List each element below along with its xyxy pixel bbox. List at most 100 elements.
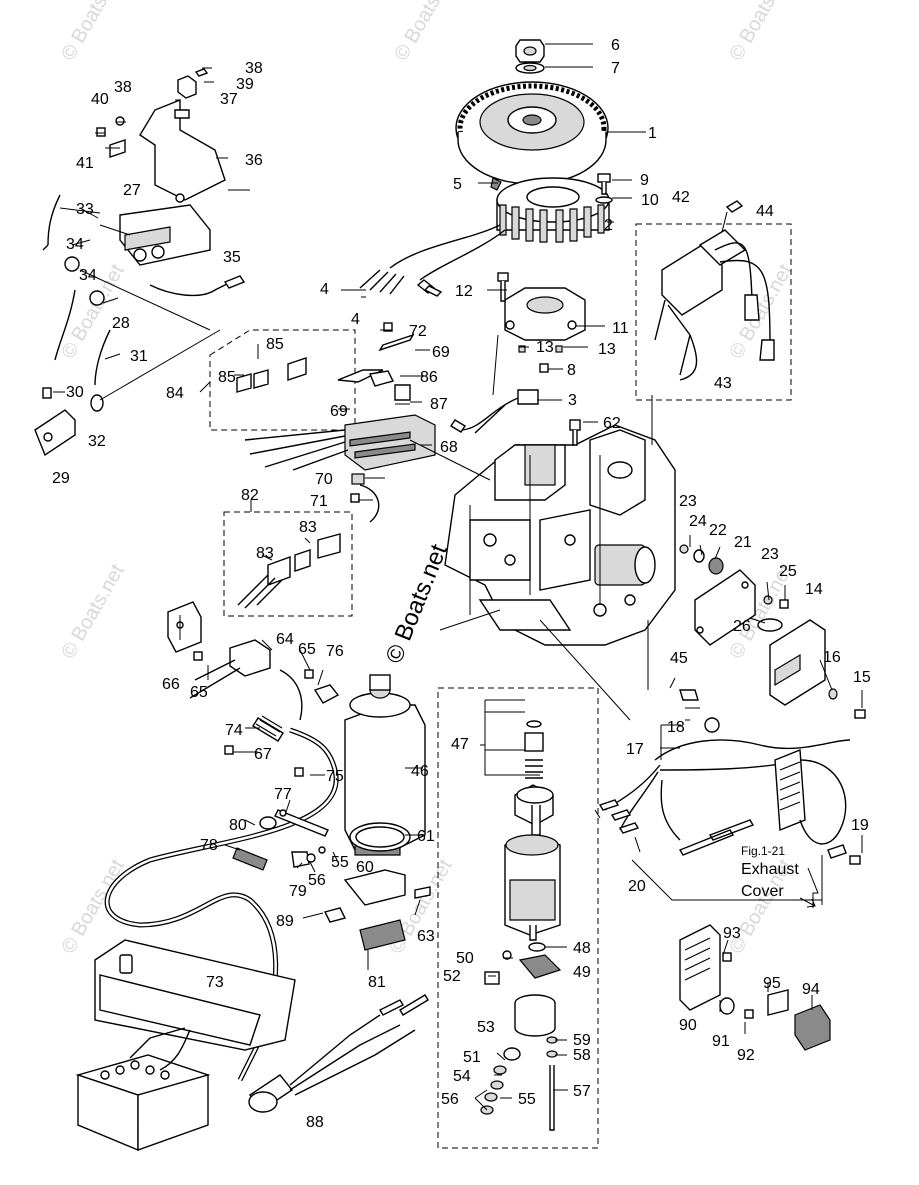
callout-78: 78 [200,837,218,854]
callout-85: 85 [218,369,236,386]
callout-94: 94 [802,981,820,998]
callout-63: 63 [417,928,435,945]
callout-40: 40 [91,91,109,108]
callout-38: 38 [114,79,132,96]
callout-65: 65 [298,641,316,658]
battery-group [75,939,429,1152]
callout-1: 1 [648,125,657,142]
callout-89: 89 [276,913,294,930]
callout-19: 19 [851,817,869,834]
callout-48: 48 [573,940,591,957]
callout-59: 59 [573,1032,591,1049]
callout-55: 55 [331,854,349,871]
watermark: © Boats.net [57,0,129,64]
callout-88: 88 [306,1114,324,1131]
callout-39: 39 [236,76,254,93]
pulser-coil-assembly [450,272,586,434]
callout-10: 10 [641,192,659,209]
callout-47: 47 [451,736,469,753]
callouts: 1 2 3 4 4 5 6 7 8 9 10 11 12 13 13 14 15… [52,37,871,1131]
callout-13: 13 [598,341,616,358]
callout-8: 8 [567,362,576,379]
callout-22: 22 [709,522,727,539]
relay-group [223,511,353,617]
callout-65: 65 [190,684,208,701]
callout-24: 24 [689,513,707,530]
callout-35: 35 [223,249,241,266]
callout-83: 83 [256,545,274,562]
callout-21: 21 [734,534,752,551]
callout-34: 34 [79,267,97,284]
callout-83: 83 [299,519,317,536]
callout-67: 67 [254,746,272,763]
callout-74: 74 [225,722,243,739]
callout-69: 69 [330,403,348,420]
callout-77: 77 [274,786,292,803]
callout-28: 28 [112,315,130,332]
callout-30: 30 [66,384,84,401]
callout-57: 57 [573,1083,591,1100]
callout-85: 85 [266,336,284,353]
callout-87: 87 [430,396,448,413]
callout-46: 46 [411,763,429,780]
callout-76: 76 [326,643,344,660]
leader-lines [53,43,863,1111]
callout-34: 34 [66,236,84,253]
rectifier-group [209,322,436,523]
callout-81: 81 [368,974,386,991]
callout-13: 13 [536,339,554,356]
callout-58: 58 [573,1047,591,1064]
callout-33: 33 [76,201,94,218]
callout-69: 69 [432,344,450,361]
main-watermark: © Boats.net [381,540,453,667]
ignition-coil-assembly [635,200,792,401]
callout-25: 25 [779,563,797,580]
callout-61: 61 [417,828,435,845]
callout-49: 49 [573,964,591,981]
callout-17: 17 [626,741,644,758]
callout-43: 43 [714,375,732,392]
fig-note-line1: Exhaust [741,861,799,878]
callout-91: 91 [712,1033,730,1050]
callout-27: 27 [123,182,141,199]
callout-5: 5 [453,176,462,193]
callout-92: 92 [737,1047,755,1064]
callout-26: 26 [733,618,751,635]
callout-72: 72 [409,323,427,340]
flywheel-assembly [455,39,609,185]
callout-23: 23 [761,546,779,563]
callout-37: 37 [220,91,238,108]
callout-93: 93 [723,925,741,942]
callout-42: 42 [672,189,690,206]
callout-66: 66 [162,676,180,693]
right-electrical-group [598,544,866,1051]
callout-90: 90 [679,1017,697,1034]
callout-64: 64 [276,631,294,648]
callout-29: 29 [52,470,70,487]
callout-75: 75 [326,768,344,785]
callout-86: 86 [420,369,438,386]
fig-note: Fig.1-21 Exhaust Cover [741,844,816,908]
fig-ref: Fig.1-21 [741,844,785,858]
callout-4: 4 [351,311,360,328]
stator-assembly [359,173,613,297]
callout-82: 82 [241,487,259,504]
callout-55: 55 [518,1091,536,1108]
callout-56: 56 [308,872,326,889]
callout-18: 18 [667,719,685,736]
callout-62: 62 [603,415,621,432]
callout-20: 20 [628,878,646,895]
callout-52: 52 [443,968,461,985]
callout-14: 14 [805,581,823,598]
callout-54: 54 [453,1068,471,1085]
callout-80: 80 [229,817,247,834]
starter-wiring-group [104,601,431,1082]
cdi-bracket-group [34,68,246,457]
callout-15: 15 [853,669,871,686]
callout-41: 41 [76,155,94,172]
callout-7: 7 [611,60,620,77]
callout-71: 71 [310,493,328,510]
watermark: © Boats.net [57,560,129,662]
callout-4: 4 [320,281,329,298]
